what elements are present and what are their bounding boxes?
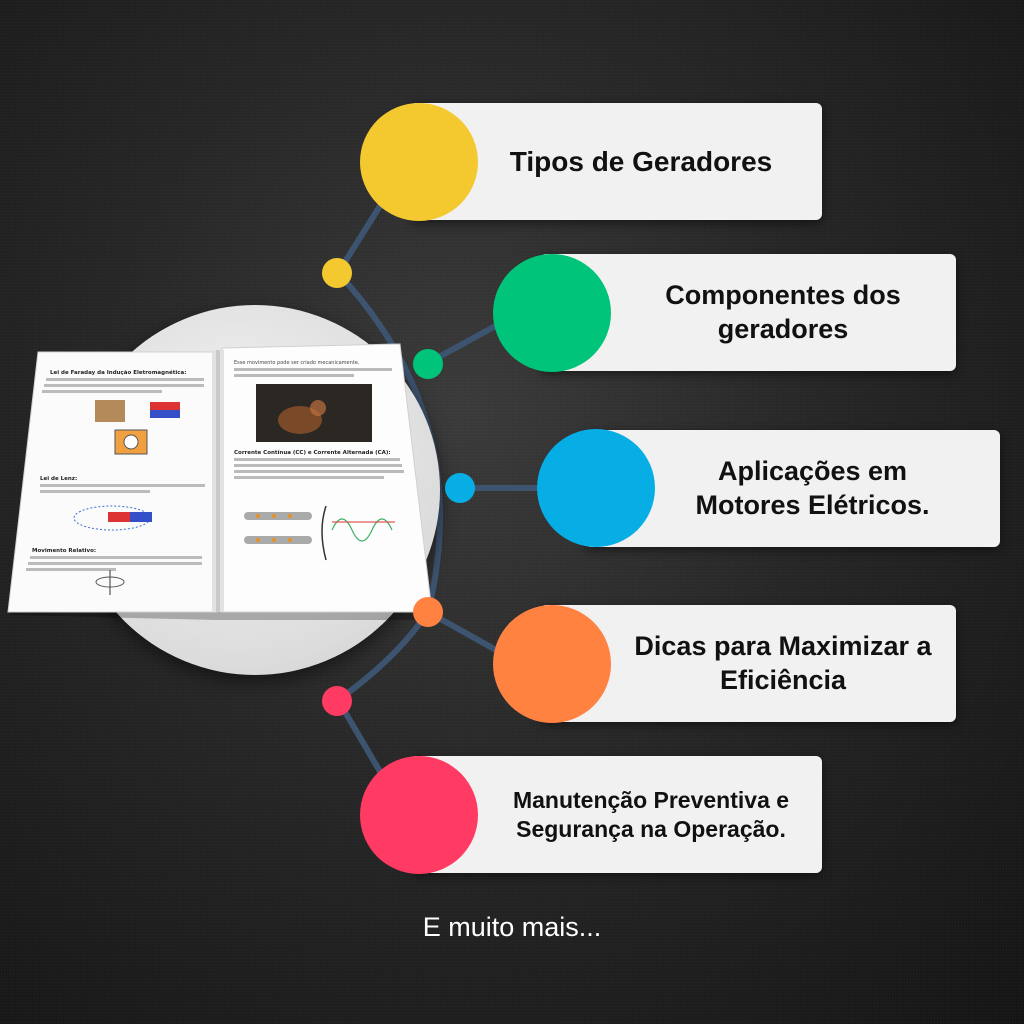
left-p1-lines xyxy=(42,378,204,393)
topic-circle-2 xyxy=(493,254,611,372)
topic-label-5: Manutenção Preventiva e Segurança na Ope… xyxy=(512,786,790,842)
right-p1-start: Esse movimento pode ser criado mecanicam… xyxy=(234,360,360,366)
left-p3-title: Movimento Relativo: xyxy=(32,548,96,554)
topic-label-3: Aplicações em Motores Elétricos. xyxy=(695,455,930,520)
right-p2-title: Corrente Contínua (CC) e Corrente Altern… xyxy=(234,449,391,456)
topic-card-5: Manutenção Preventiva e Segurança na Ope… xyxy=(410,756,822,873)
topic-circle-1 xyxy=(360,103,478,221)
connector-dot-5 xyxy=(322,686,352,716)
ac-current-wire xyxy=(244,536,312,544)
connector-dot-2 xyxy=(413,349,443,379)
ebook-mockup: Lei de Faraday da Indução Eletromagnétic… xyxy=(7,343,433,620)
branch-5 xyxy=(335,697,388,783)
topic-label-1: Tipos de Geradores xyxy=(509,146,773,177)
connector-dot-3 xyxy=(445,473,475,503)
topic-card-2: Componentes dos geradores xyxy=(540,254,956,371)
ac-wave xyxy=(331,518,393,542)
topic-circle-3 xyxy=(537,429,655,547)
topic-label-4: Dicas para Maximizar a Eficiência xyxy=(634,630,932,695)
left-p2-title: Lei de Lenz: xyxy=(40,476,77,482)
connector-dot-4 xyxy=(413,597,443,627)
topic-label-2: Componentes dos geradores xyxy=(665,279,901,344)
dc-current-wire xyxy=(244,512,312,520)
left-p1-title: Lei de Faraday da Indução Eletromagnétic… xyxy=(50,369,186,376)
connector-dot-1 xyxy=(322,258,352,288)
footer-text: E muito mais... xyxy=(422,912,602,942)
topic-circle-5 xyxy=(360,756,478,874)
topic-circle-4 xyxy=(493,605,611,723)
coil-figure xyxy=(95,400,125,422)
topic-card-1: Tipos de Geradores xyxy=(410,103,822,220)
